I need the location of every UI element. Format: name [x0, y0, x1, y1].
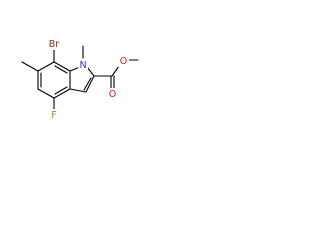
ester-oxygen-label: O [120, 56, 127, 67]
bond-c7-c7a [53, 61, 71, 72]
chemical-structure-diagram: Br N F O O [21, 38, 139, 121]
bond-c2-c3-inner [83, 77, 92, 91]
fluorine-atom-label: F [51, 110, 56, 121]
carbonyl-oxygen-label: O [109, 89, 116, 100]
bond-c4-c3a-inner [54, 86, 68, 95]
bonds [21, 45, 139, 111]
nitrogen-atom-label: N [79, 60, 86, 71]
bond-c2-c3 [85, 75, 95, 93]
bond-n1-c2 [86, 66, 95, 77]
bond-carbonyl-o-ester [111, 65, 120, 77]
bond-c7-c6 [37, 61, 55, 72]
bond-c5-c4 [37, 88, 55, 99]
bond-c6-methyl [21, 61, 39, 72]
bond-c7-c7a-inner [54, 65, 68, 74]
bond-c4-c3a [53, 88, 71, 99]
atom-labels: Br N F O O [45, 38, 129, 121]
bromine-atom-label: Br [49, 39, 60, 50]
bond-c3-c3a [69, 88, 87, 93]
